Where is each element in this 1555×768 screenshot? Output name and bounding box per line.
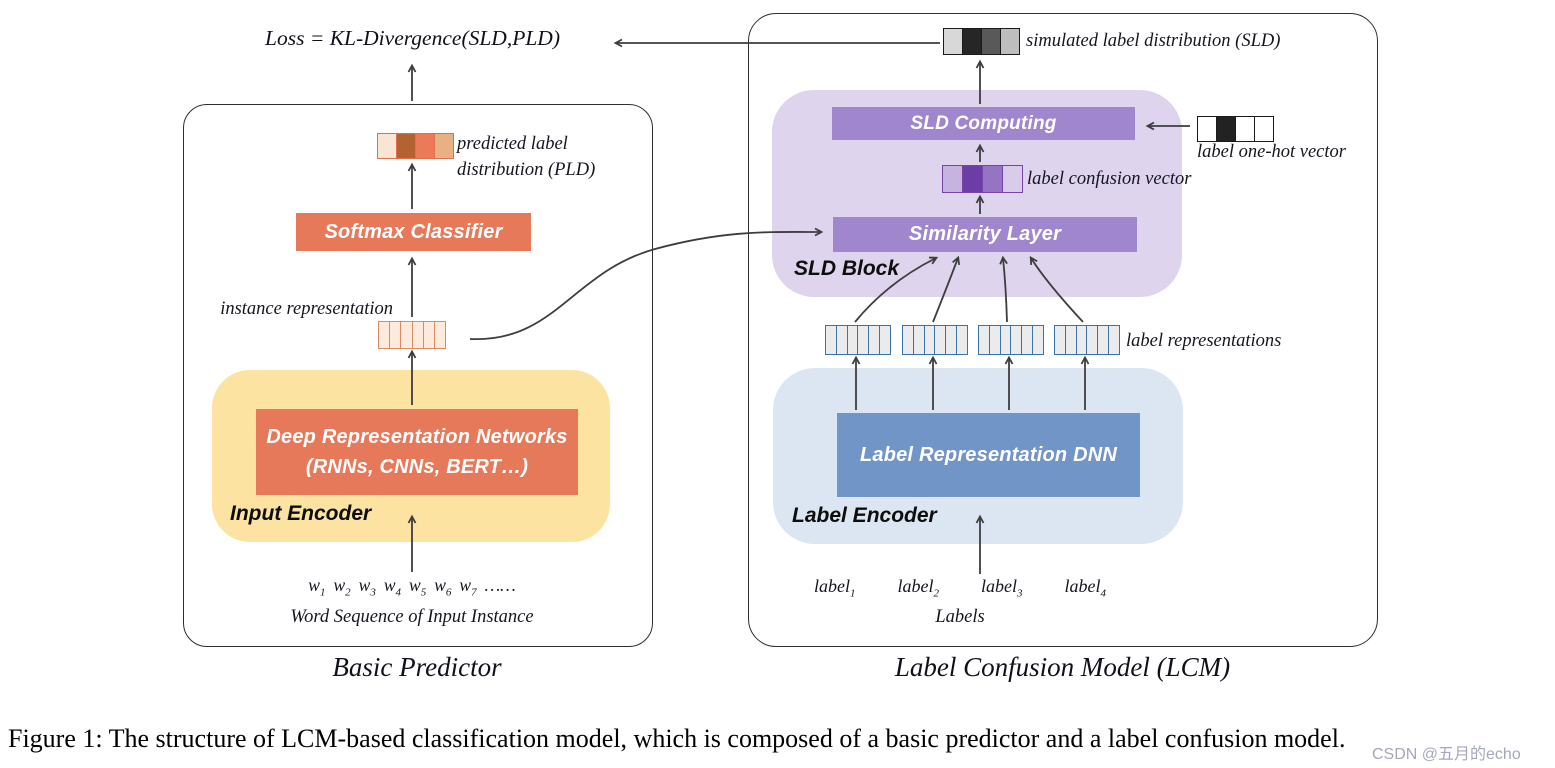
pld-label: predicted label distribution (PLD) [457,134,596,180]
basic-predictor-title: Basic Predictor [332,652,502,682]
label-confusion-vector [942,165,1023,193]
label-representation-vector [1054,325,1120,355]
vector-cell [963,29,982,54]
instance-representation-label: instance representation [220,299,393,319]
vector-cell [423,322,435,348]
vector-cell [944,29,963,54]
token: w3 [358,575,376,599]
vector-cell [1022,326,1033,354]
vector-cell [401,322,413,348]
token: w4 [383,575,402,599]
one-hot-label: label one-hot vector [1197,142,1346,162]
token: w6 [434,575,452,599]
vector-cell [378,134,397,158]
vector-cell [412,322,424,348]
vector-cell [390,322,402,348]
vector-cell [913,326,925,354]
vector-cell [879,326,890,354]
vector-cell [1255,117,1273,141]
vector-cell [847,326,859,354]
vector-cell [963,166,983,192]
similarity-layer-box: Similarity Layer [833,217,1137,252]
token: label1 [814,576,856,600]
basic-predictor-panel [183,104,653,647]
token: w7 [459,575,477,599]
vector-cell [1087,326,1099,354]
labels-row: label1 label2 label3 label4 [810,576,1110,600]
vector-cell [1065,326,1077,354]
token: label2 [897,576,940,600]
pld-vector [377,133,454,159]
vector-cell [979,326,990,354]
lcm-title: Label Confusion Model (LCM) [894,652,1231,682]
label-representation-vector [902,325,968,355]
vector-cell [379,322,391,348]
figure-caption: Figure 1: The structure of LCM-based cla… [8,724,1346,753]
sld-vector [943,28,1020,55]
token: w1 [308,575,326,599]
label-encoder-label: Label Encoder [792,504,937,527]
vector-cell [869,326,880,354]
token: w5 [409,575,427,599]
label-representation-vector [978,325,1044,355]
token: label4 [1064,576,1107,600]
input-encoder-label: Input Encoder [230,502,372,525]
instance-representation-vector [378,321,447,349]
sld-block-label: SLD Block [794,257,900,280]
vector-cell [1076,326,1088,354]
vector-cell [1000,326,1012,354]
vector-cell [1108,326,1119,354]
vector-cell [397,134,416,158]
vector-cell [858,326,870,354]
label-representation-vector [825,325,891,355]
vector-cell [956,326,967,354]
confusion-vector-label: label confusion vector [1027,169,1192,189]
word-sequence-label: Word Sequence of Input Instance [290,607,534,627]
vector-cell [826,326,837,354]
token: …… [484,575,516,595]
vector-cell [924,326,936,354]
vector-cell [1011,326,1023,354]
vector-cell [435,134,453,158]
vector-cell [943,166,963,192]
loss-formula: Loss = KL-Divergence(SLD,PLD) [265,26,560,50]
vector-cell [836,326,848,354]
vector-cell [1098,326,1109,354]
vector-cell [989,326,1001,354]
label-representation-dnn-box: Label Representation DNN [837,413,1140,497]
token: label3 [981,576,1023,600]
labels-title: Labels [935,607,985,627]
vector-cell [983,166,1003,192]
vector-cell [1236,117,1255,141]
vector-cell [982,29,1001,54]
token: w2 [333,575,351,599]
sld-computing-box: SLD Computing [832,107,1135,140]
vector-cell [1003,166,1022,192]
watermark: CSDN @五月的echo [1372,746,1521,763]
vector-cell [1001,29,1019,54]
vector-cell [1198,117,1217,141]
vector-cell [1032,326,1043,354]
vector-cell [434,322,446,348]
vector-cell [1217,117,1236,141]
vector-cell [946,326,957,354]
vector-cell [903,326,914,354]
word-tokens: w1 w2 w3 w4 w5 w6 w7 …… [262,575,562,599]
label-one-hot-vector [1197,116,1274,142]
softmax-classifier-box: Softmax Classifier [296,213,531,251]
sld-label: simulated label distribution (SLD) [1026,31,1281,51]
deep-representation-networks-box: Deep Representation Networks (RNNs, CNNs… [256,409,578,495]
vector-cell [935,326,947,354]
label-representations-label: label representations [1126,331,1282,351]
vector-cell [416,134,435,158]
vector-cell [1055,326,1066,354]
